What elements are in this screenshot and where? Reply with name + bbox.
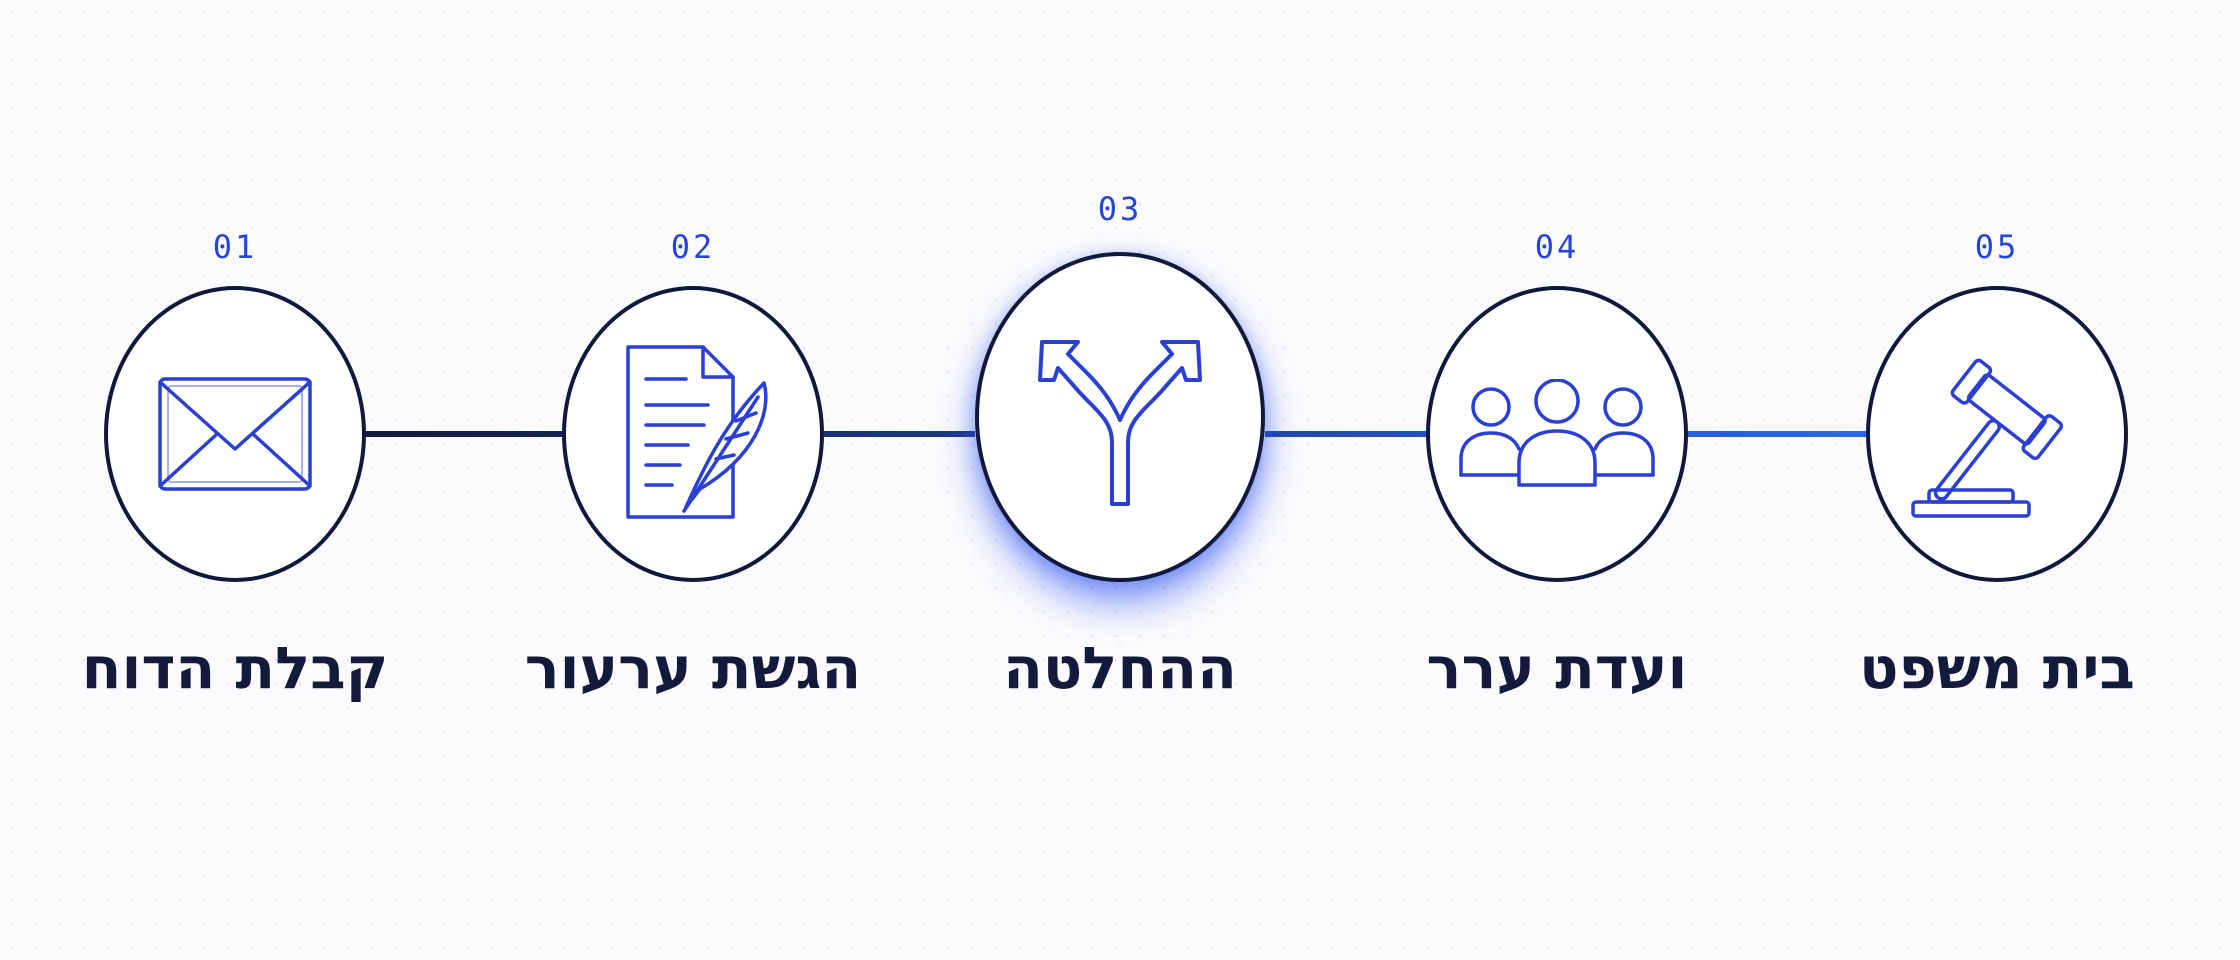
split-arrows-icon	[1038, 340, 1202, 506]
step-number: 04	[1534, 228, 1580, 266]
step-number: 05	[1974, 228, 2020, 266]
step-circle[interactable]	[1866, 286, 2128, 582]
step-5: 05 בית משפט	[1817, 0, 2177, 960]
envelope-icon	[158, 377, 312, 491]
step-label: ועדת ערר	[1426, 634, 1688, 702]
step-2: 02 הגשת ערע	[513, 0, 873, 960]
gavel-icon	[1911, 358, 2064, 518]
step-circle[interactable]	[1426, 286, 1688, 582]
step-number: 02	[670, 228, 716, 266]
step-circle[interactable]	[104, 286, 366, 582]
step-label: קבלת הדוח	[81, 634, 389, 702]
step-circle[interactable]	[562, 286, 824, 582]
step-number: 03	[1097, 190, 1143, 228]
step-circle-active[interactable]	[975, 252, 1265, 582]
step-1: 01 קבלת הדוח	[55, 0, 415, 960]
committee-people-icon	[1459, 379, 1655, 487]
step-label: הגשת ערעור	[524, 634, 862, 702]
step-number: 01	[212, 228, 258, 266]
step-label: בית משפט	[1859, 634, 2135, 702]
document-quill-icon	[626, 345, 768, 519]
step-4: 04 ועדת ערר	[1377, 0, 1737, 960]
step-label: ההחלטה	[1003, 634, 1237, 702]
step-3: 03 ההחלטה	[940, 0, 1300, 960]
